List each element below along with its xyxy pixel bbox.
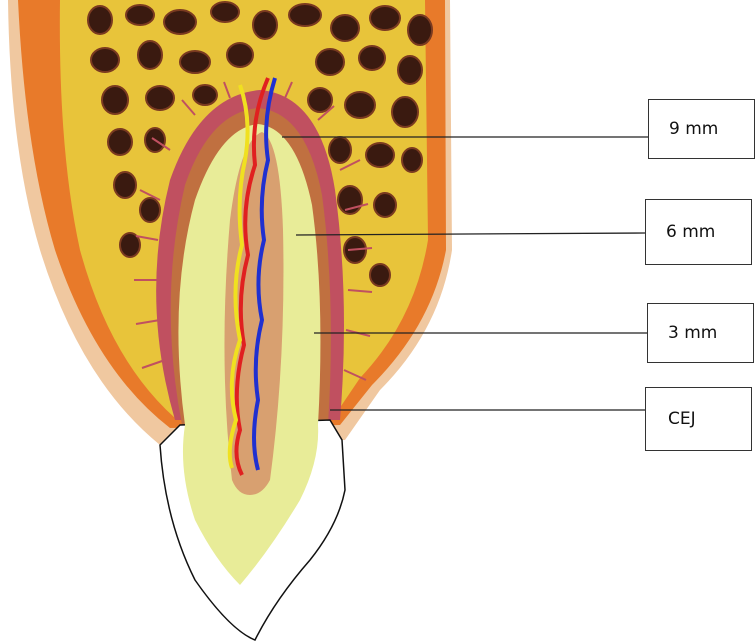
- label-9mm-text: 9 mm: [669, 119, 718, 139]
- label-cej: CEJ: [645, 387, 752, 451]
- label-3mm: 3 mm: [647, 303, 754, 363]
- label-6mm: 6 mm: [645, 199, 752, 265]
- label-6mm-text: 6 mm: [666, 222, 715, 242]
- label-9mm: 9 mm: [648, 99, 755, 159]
- label-3mm-text: 3 mm: [668, 323, 717, 343]
- label-cej-text: CEJ: [668, 409, 696, 429]
